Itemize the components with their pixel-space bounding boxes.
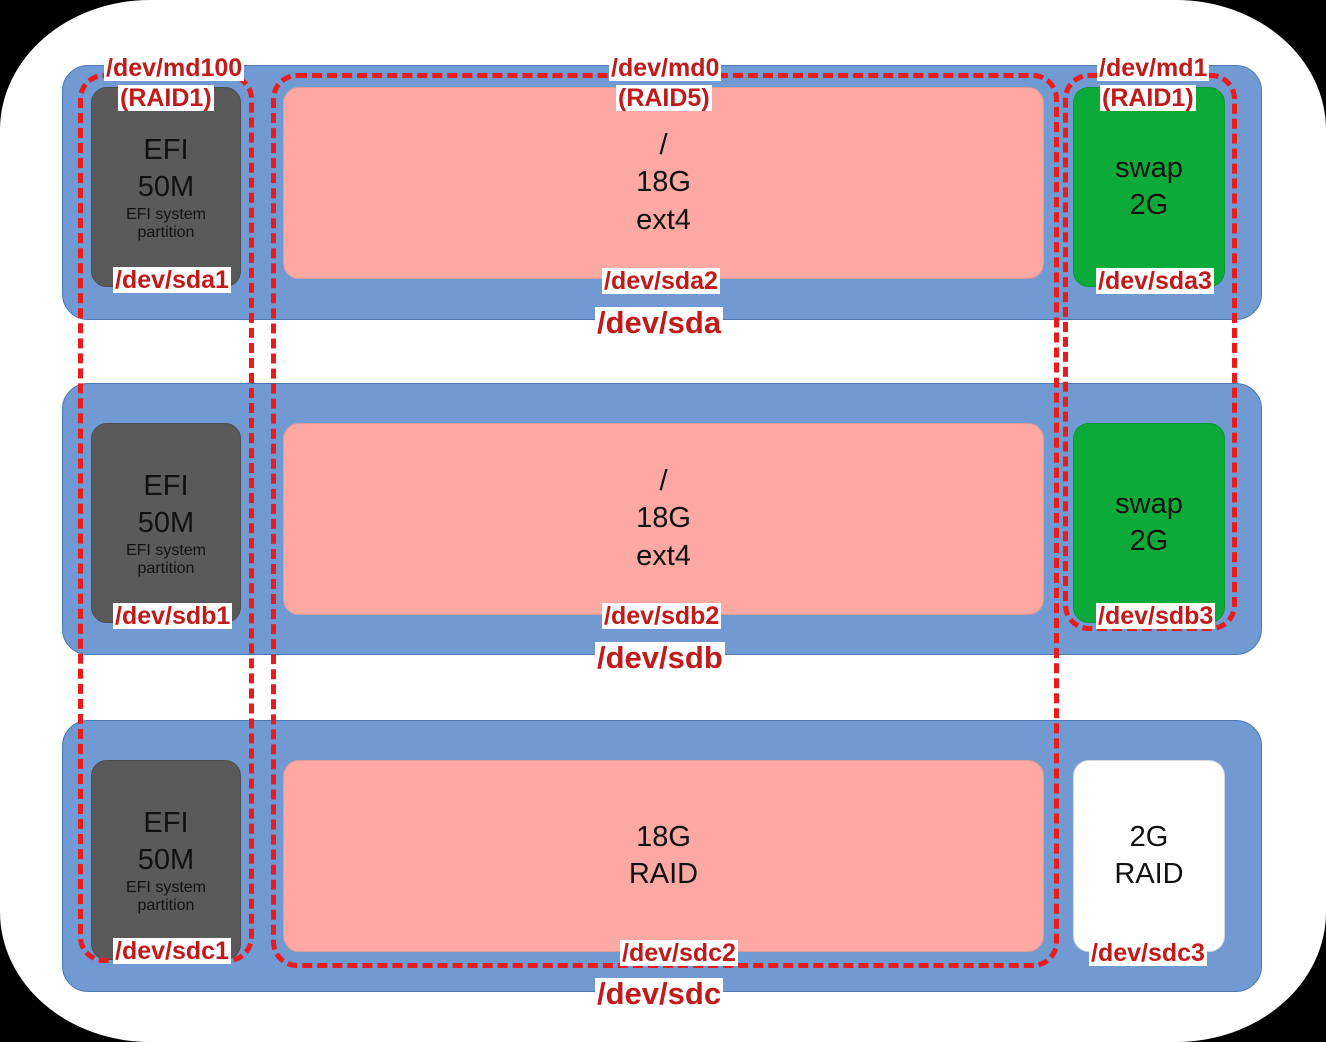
partition-sda2: / 18G ext4	[283, 87, 1044, 279]
partition-sdb2-label: /dev/sdb2	[602, 602, 722, 630]
efi-note-line1: EFI system	[125, 878, 206, 896]
md100-type-label: (RAID1)	[118, 84, 214, 112]
efi-label: EFI	[143, 469, 189, 502]
md100-name-label: /dev/md100	[104, 54, 245, 82]
efi-note-line1: EFI system	[125, 541, 206, 559]
efi-size: 50M	[137, 843, 195, 876]
mountpoint-root: /	[659, 465, 668, 498]
root-fs: ext4	[636, 539, 691, 572]
partition-sdb2: / 18G ext4	[283, 423, 1044, 615]
root-size: 18G	[636, 502, 691, 535]
partition-sdb3: swap 2G	[1073, 423, 1225, 623]
partition-sdb1: EFI 50M EFI system partition	[91, 423, 241, 623]
partition-sdc2-label: /dev/sdc2	[620, 939, 738, 967]
swap-label: swap	[1115, 151, 1183, 184]
partition-sdb3-label: /dev/sdb3	[1096, 602, 1216, 630]
partition-sdc3-label: /dev/sdc3	[1089, 939, 1207, 967]
partition-sdc3-text: 2G RAID	[1114, 819, 1183, 893]
partition-sda2-label: /dev/sda2	[602, 267, 720, 295]
drive-sdc-label: /dev/sdc	[595, 976, 724, 1011]
efi-note-line2: partition	[137, 560, 195, 578]
partition-sdc2-text: 18G RAID	[629, 819, 698, 893]
efi-note-line2: partition	[137, 897, 195, 915]
partition-sdc1-label: /dev/sdc1	[113, 937, 231, 965]
efi-size: 50M	[137, 170, 195, 203]
md1-type-label: (RAID1)	[1100, 84, 1196, 112]
partition-sdb3-text: swap 2G	[1115, 486, 1183, 560]
partition-sda3-text: swap 2G	[1115, 150, 1183, 224]
efi-label: EFI	[143, 806, 189, 839]
partition-sda1-label: /dev/sda1	[113, 266, 231, 294]
swap-size: 2G	[1129, 189, 1169, 221]
drive-sda-label: /dev/sda	[595, 305, 724, 340]
swap-label: swap	[1115, 487, 1183, 520]
root-size: 18G	[636, 166, 691, 199]
swap-size: 2G	[1129, 525, 1169, 557]
sdc3-size: 2G	[1129, 820, 1169, 853]
md0-type-label: (RAID5)	[616, 84, 712, 112]
partition-sdc2: 18G RAID	[283, 760, 1044, 952]
partition-sdc1: EFI 50M EFI system partition	[91, 760, 241, 960]
partition-sdb1-text: EFI 50M EFI system partition	[126, 468, 206, 579]
partition-sdc1-text: EFI 50M EFI system partition	[126, 805, 206, 916]
root-raid: RAID	[628, 858, 699, 890]
mountpoint-root: /	[659, 129, 668, 162]
partition-sdb1-label: /dev/sdb1	[113, 602, 233, 630]
efi-size: 50M	[137, 506, 195, 539]
partition-sdb2-text: / 18G ext4	[636, 463, 691, 574]
md0-name-label: /dev/md0	[609, 54, 722, 82]
efi-label: EFI	[143, 133, 189, 166]
root-fs: ext4	[636, 203, 691, 236]
md1-name-label: /dev/md1	[1097, 54, 1210, 82]
partition-sda3-label: /dev/sda3	[1096, 267, 1214, 295]
sdc3-raid: RAID	[1114, 858, 1184, 890]
efi-note-line2: partition	[137, 224, 195, 242]
partition-sda2-text: / 18G ext4	[636, 127, 691, 238]
efi-note-line1: EFI system	[125, 205, 206, 223]
partition-sdc3: 2G RAID	[1073, 760, 1225, 952]
partition-sda3: swap 2G	[1073, 87, 1225, 287]
root-size: 18G	[636, 820, 691, 853]
drive-sdb-label: /dev/sdb	[595, 640, 725, 675]
partition-sda1: EFI 50M EFI system partition	[91, 87, 241, 287]
partition-sda1-text: EFI 50M EFI system partition	[126, 132, 206, 243]
